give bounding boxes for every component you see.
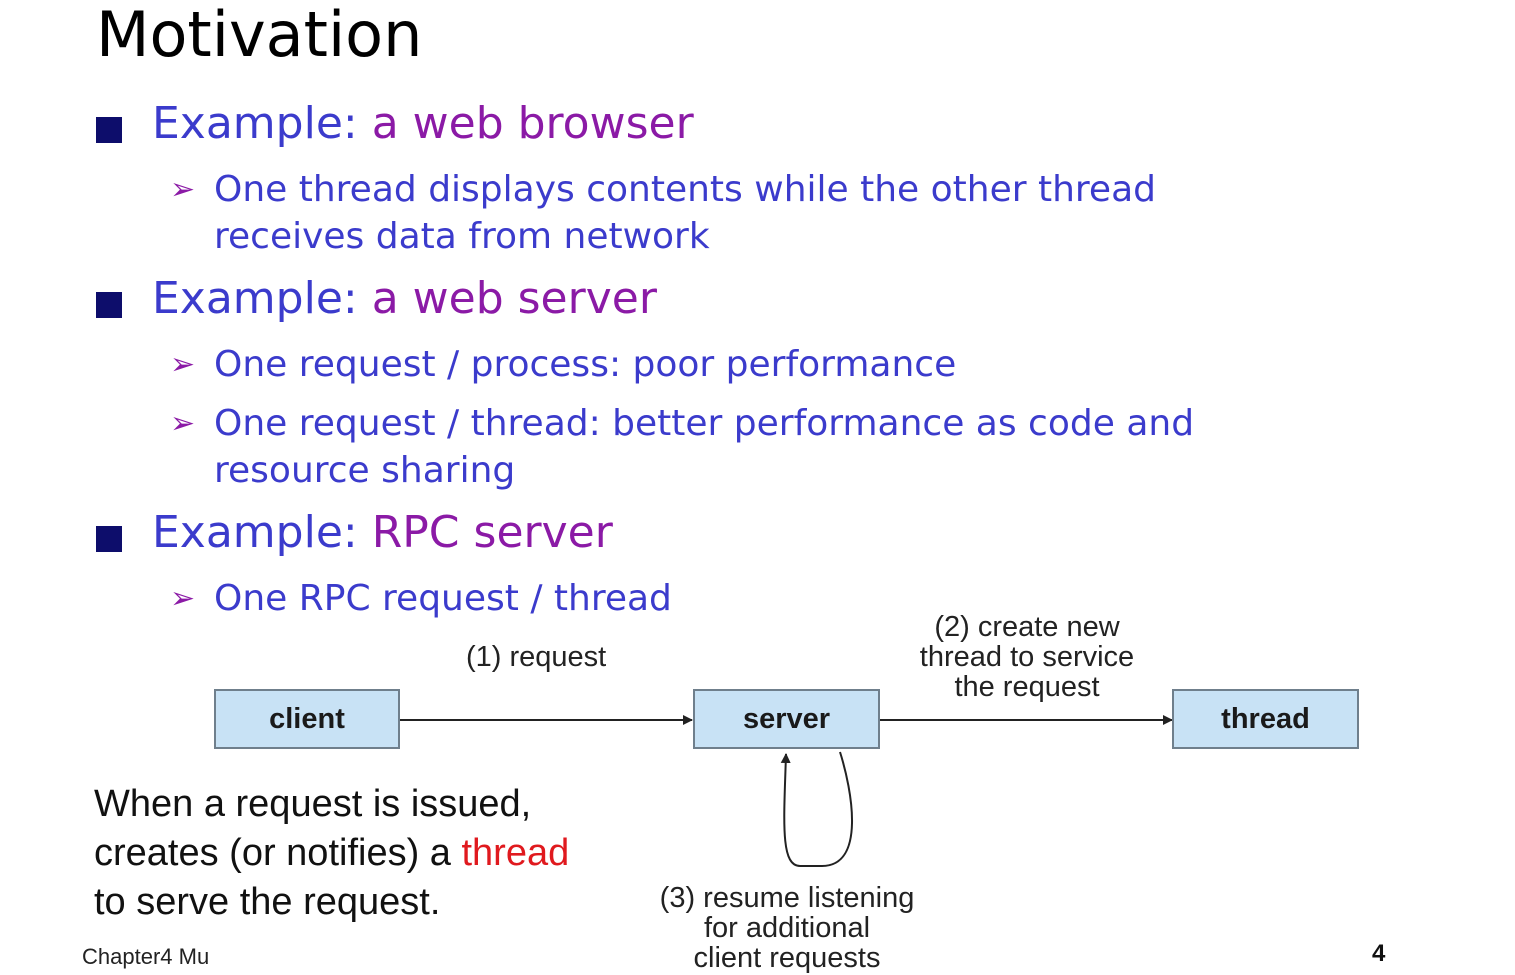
sub-bullet-line: One request / thread: better performance… [214,403,1195,444]
slide-title: Motivation [96,0,423,71]
caption-line: to serve the request. [94,881,441,923]
bullet-highlight: a web server [371,273,657,324]
resume-listening-label: (3) resume listening for additional clie… [659,882,915,974]
caption-highlight: thread [461,832,570,874]
sub-bullet-line: receives data from network [214,216,710,257]
caption-line: When a request is issued, [94,783,532,825]
bullet-highlight: a web browser [371,98,694,149]
server-box: server [693,689,880,749]
bullet-label: Example: [152,98,372,149]
arrow-bullet-icon: ➢ [170,172,196,207]
bullet-label: Example: [152,507,372,558]
bullet-label: Example: [152,273,372,324]
sub-bullet-line: One thread displays contents while the o… [214,169,1156,210]
sub-bullet-line: One RPC request / thread [214,578,672,619]
square-bullet-icon [96,117,122,143]
page-number: 4 [1372,940,1386,967]
arrow-bullet-icon: ➢ [170,347,196,382]
arrow-bullet-icon: ➢ [170,406,196,441]
caption-line: creates (or notifies) a [94,832,462,874]
bullet-highlight: RPC server [371,507,613,558]
resume-loop-arrow [780,751,853,867]
request-label: (1) request [466,641,607,673]
sub-bullet-line: One request / process: poor performance [214,344,957,385]
thread-box: thread [1172,689,1359,749]
caption-text: When a request is issued, creates (or no… [94,780,569,927]
chapter-footer: Chapter4 Mu [82,944,210,969]
arrow-bullet-icon: ➢ [170,581,196,616]
square-bullet-icon [96,292,122,318]
create-thread-label: (2) create new thread to service the req… [919,611,1135,703]
client-box: client [214,689,400,749]
sub-bullet-line: resource sharing [214,450,516,491]
square-bullet-icon [96,526,122,552]
